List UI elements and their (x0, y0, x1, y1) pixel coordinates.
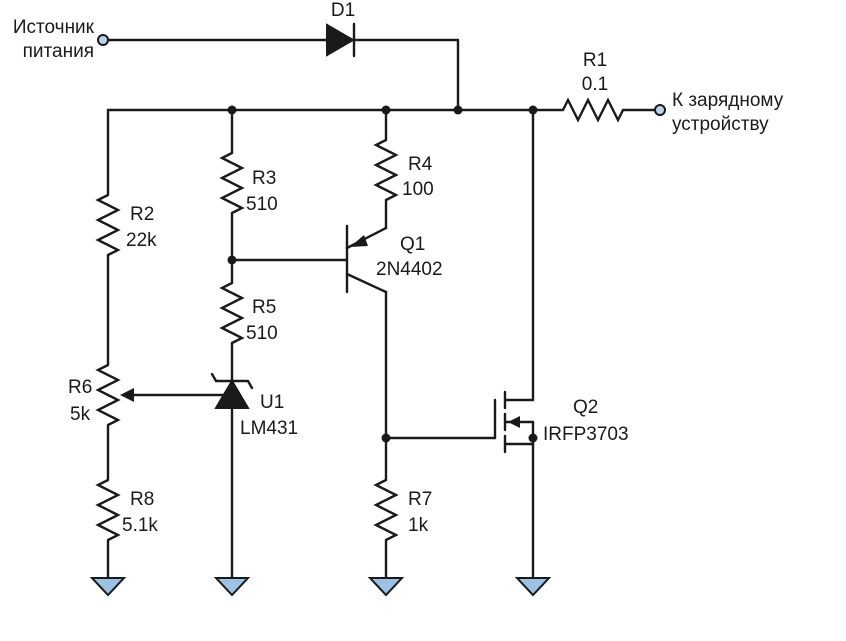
resistor-r4 (373, 138, 399, 202)
label-d1: D1 (331, 0, 355, 21)
ground-symbol (367, 577, 405, 597)
resistor-r8 (95, 478, 121, 542)
label-r8-value: 5.1k (122, 515, 158, 536)
potentiometer-r6 (95, 363, 121, 427)
wire-d1-out (352, 38, 460, 112)
label-r4-ref: R4 (408, 154, 433, 175)
label-r4-value: 100 (402, 179, 434, 200)
label-r1-ref: R1 (583, 50, 607, 71)
label-u1-value: LM431 (240, 418, 298, 439)
label-q2-ref: Q2 (573, 397, 598, 418)
resistor-r1 (561, 97, 625, 123)
label-r7-value: 1k (408, 515, 429, 536)
label-r8-ref: R8 (130, 489, 154, 510)
label-r6-value: 5k (70, 404, 91, 425)
output-terminal (654, 104, 666, 116)
label-q1-value: 2N4402 (376, 259, 443, 280)
label-q2-value: IRFP3703 (543, 424, 629, 445)
label-r6-ref: R6 (68, 377, 92, 398)
input-terminal (97, 34, 109, 46)
label-r1-value: 0.1 (582, 74, 608, 95)
source-label-line2: питания (23, 41, 94, 62)
resistor-r2 (95, 193, 121, 257)
ground-symbol (89, 577, 127, 597)
label-r2-ref: R2 (130, 204, 154, 225)
output-label-line1: К зарядному (672, 90, 784, 111)
label-u1-ref: U1 (260, 392, 284, 413)
label-r5-value: 510 (246, 323, 278, 344)
label-r3-ref: R3 (252, 168, 276, 189)
ground-symbol (514, 577, 552, 597)
mosfet-q2 (493, 390, 535, 454)
diode-d1 (326, 22, 356, 58)
resistor-r3 (219, 151, 245, 215)
resistor-r7 (373, 478, 399, 542)
output-label-line2: устройству (672, 114, 769, 135)
label-r7-ref: R7 (408, 489, 432, 510)
transistor-q1 (345, 224, 388, 294)
label-r2-value: 22k (126, 230, 157, 251)
source-label-line1: Источник (13, 17, 95, 38)
shunt-regulator-u1 (210, 372, 254, 409)
label-r5-ref: R5 (252, 297, 276, 318)
ground-symbol (213, 577, 251, 597)
label-q1-ref: Q1 (400, 234, 425, 255)
label-r3-value: 510 (246, 194, 278, 215)
resistor-r5 (219, 281, 245, 345)
